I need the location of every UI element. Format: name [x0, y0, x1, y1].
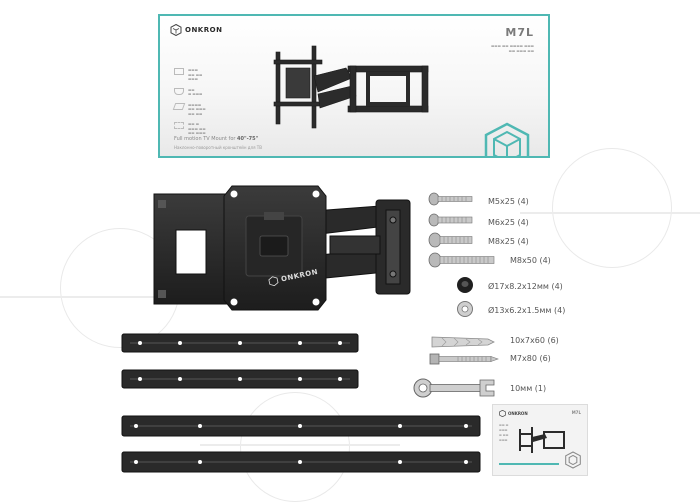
screw-m8x25: [428, 232, 473, 248]
cube-logo-icon: [565, 451, 581, 469]
watermark-line-bottom: [200, 444, 400, 446]
tv-rail-short-2: [121, 369, 359, 389]
box-spec-list: ▬▬▬▬▬ ▬▬▬▬▬ ▬▬▬ ▬▬▬ ▬▬▬▬▬▬ ▬▬▬▬▬ ▬▬ ▬▬ ▬…: [172, 68, 236, 142]
box-brand: ONKRON: [185, 26, 223, 34]
label-lag-bolt: M7x80 (6): [510, 354, 551, 363]
label-wrench: 10мм (1): [510, 384, 547, 393]
box-mount-subtitle: Наклонно-поворотный кронштейн для ТВ: [174, 145, 262, 150]
box-logo: ONKRON: [170, 24, 222, 36]
tv-rail-long-1: [121, 415, 481, 437]
watermark-line-right: [520, 212, 700, 214]
label-screw-m6x25: M6x25 (4): [488, 218, 529, 227]
screw-m8x50: [428, 252, 495, 268]
wrench: [413, 378, 495, 398]
label-spacer: Ø17x8.2x12мм (4): [488, 282, 563, 291]
screw-m6x25: [428, 213, 473, 227]
box-model: M7L: [505, 26, 534, 39]
tv-size-icon: [174, 68, 184, 75]
label-screw-m8x50: M8x50 (4): [510, 256, 551, 265]
screw-m5x25: [428, 192, 473, 206]
card-teal-line: [499, 463, 559, 465]
wall-anchor: [431, 336, 495, 348]
watermark-circle-bottom: [240, 392, 350, 502]
onkron-logo-icon: [268, 276, 279, 287]
label-screw-m8x25: M8x25 (4): [488, 237, 529, 246]
vesa-icon: [174, 122, 184, 129]
box-mount-title: Full motion TV Mount for 40"-75": [174, 136, 259, 142]
box-model-subtitle: ▬▬▬ ▬▬ ▬▬▬▬ ▬▬▬▬▬ ▬▬▬ ▬▬: [490, 44, 534, 53]
card-logo: ONKRON: [499, 410, 528, 417]
cube-logo-icon: [484, 122, 530, 156]
instruction-card: ONKRON M7L ▬▬ ▬▬▬▬▬ ▬▬▬▬▬: [492, 404, 588, 476]
card-mount-image: [519, 427, 565, 453]
spacer: [457, 277, 473, 293]
vesa-plate: [223, 185, 327, 311]
product-box: ONKRON M7L ▬▬▬ ▬▬ ▬▬▬▬ ▬▬▬▬▬ ▬▬▬ ▬▬ ▬▬▬▬…: [158, 14, 550, 158]
card-model: M7L: [571, 410, 581, 415]
wall-bracket-assembly: [153, 185, 411, 311]
card-spec-lines: ▬▬ ▬▬▬▬▬ ▬▬▬▬▬: [499, 423, 509, 442]
label-wall-anchor: 10x7x60 (6): [510, 336, 559, 345]
washer: [457, 301, 473, 317]
bracket-logo: ONKRON: [268, 267, 319, 287]
onkron-logo-icon: [499, 410, 506, 417]
tilt-icon: [172, 102, 186, 110]
label-washer: Ø13x6.2x1.5мм (4): [488, 306, 566, 315]
tv-rail-short-1: [121, 333, 359, 353]
box-mount-image: [273, 45, 429, 129]
onkron-logo-icon: [170, 24, 182, 36]
tv-rail-long-2: [121, 451, 481, 473]
lag-bolt: [429, 353, 499, 365]
weight-icon: [174, 87, 184, 95]
watermark-line-left: [0, 296, 160, 298]
watermark-circle-right: [552, 148, 672, 268]
label-screw-m5x25: M5x25 (4): [488, 197, 529, 206]
